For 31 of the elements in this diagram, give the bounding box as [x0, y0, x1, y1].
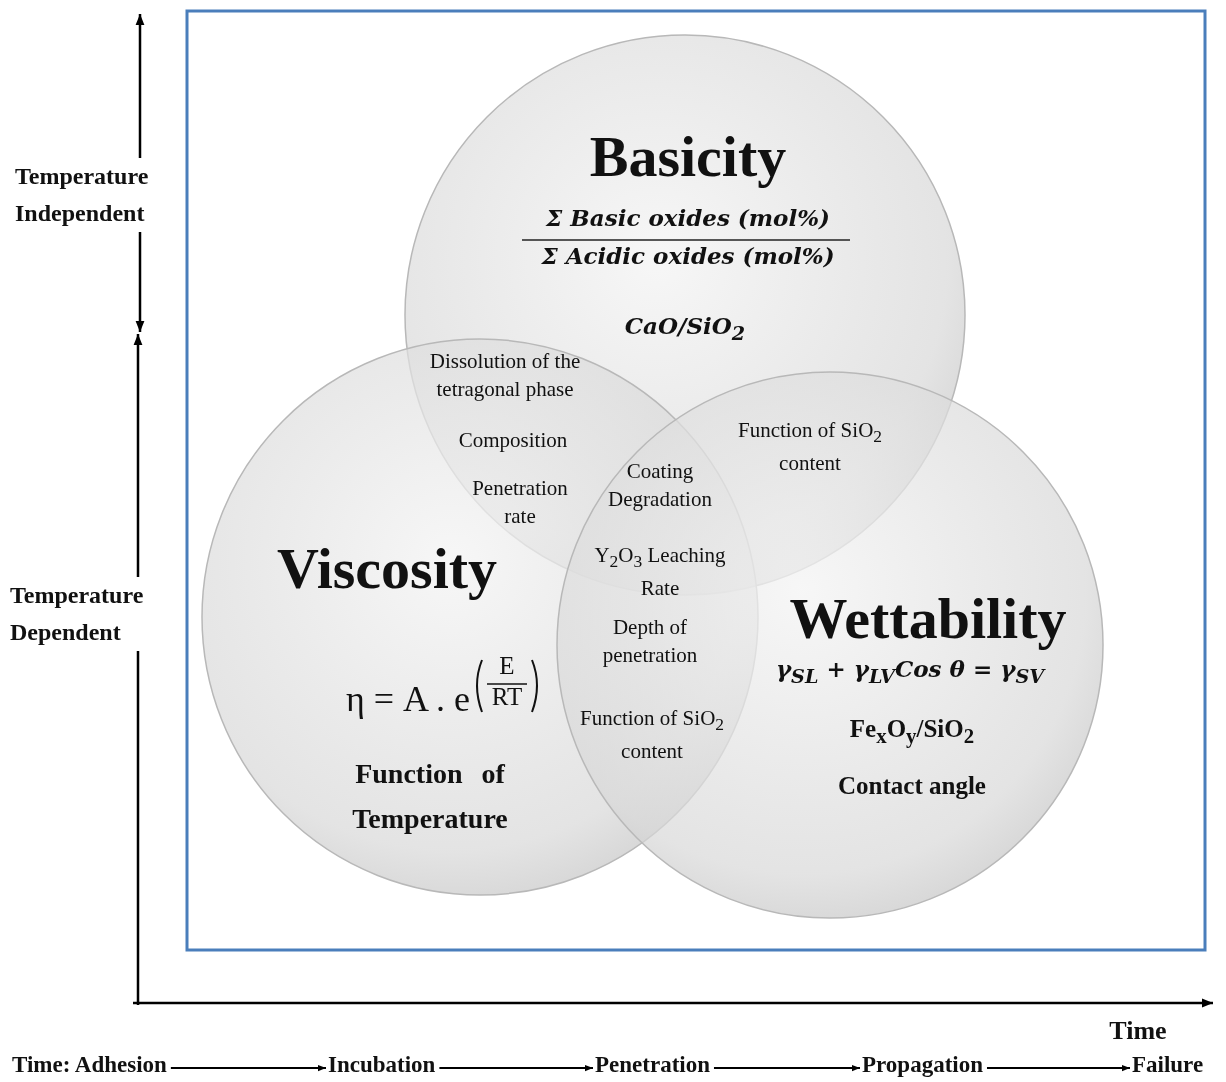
- circle-caption: Contact angle: [837, 771, 987, 801]
- overlap-text: Function of SiO$_{2}$ content: [736, 417, 884, 477]
- timeline-stage: Time: Adhesion: [12, 1052, 167, 1078]
- arrow: [438, 1064, 594, 1072]
- axis-label: Time: [1108, 1015, 1168, 1047]
- overlap-text: Dissolution of the tetragonal phase: [428, 348, 582, 404]
- overlap-text: Y$_{2}$O$_{3}$ Leaching Rate: [593, 542, 727, 602]
- arrow: [169, 1064, 327, 1072]
- arrow: [712, 1064, 861, 1072]
- overlap-text: Function of SiO$_{2}$ content: [578, 705, 726, 765]
- overlap-text: Penetration rate: [471, 475, 569, 531]
- formula: γ$_{SL}$ + γ$_{LV}$Cos θ = γ$_{SV}$: [774, 655, 1047, 689]
- formula-numerator: Σ Basic oxides (mol%): [544, 204, 831, 233]
- circle-caption: Function of Temperature: [351, 757, 509, 836]
- circle-title: Viscosity: [275, 540, 499, 598]
- timeline-stage: Incubation: [328, 1052, 436, 1078]
- overlap-text: Depth of penetration: [601, 614, 699, 670]
- formula: η = A . e: [345, 680, 470, 720]
- timeline-stage: Penetration: [595, 1052, 710, 1078]
- circle-title: Wettability: [788, 590, 1068, 648]
- ratio-formula: Fe$_{x}$O$_{y}$/SiO$_{2}$: [848, 714, 976, 750]
- formula-denominator: Σ Acidic oxides (mol%): [540, 242, 836, 271]
- timeline-stage: Propagation: [862, 1052, 983, 1078]
- overlap-text: Composition: [457, 427, 569, 454]
- ratio-formula: CaO/SiO$_{2}$: [623, 312, 747, 346]
- exponent-numerator: E: [498, 652, 516, 680]
- timeline-stage: Failure: [1132, 1052, 1204, 1078]
- circle-title: Basicity: [588, 128, 788, 186]
- overlap-text: Coating Degradation: [607, 458, 713, 514]
- exponent-denominator: RT: [490, 683, 524, 711]
- arrow: [986, 1064, 1131, 1072]
